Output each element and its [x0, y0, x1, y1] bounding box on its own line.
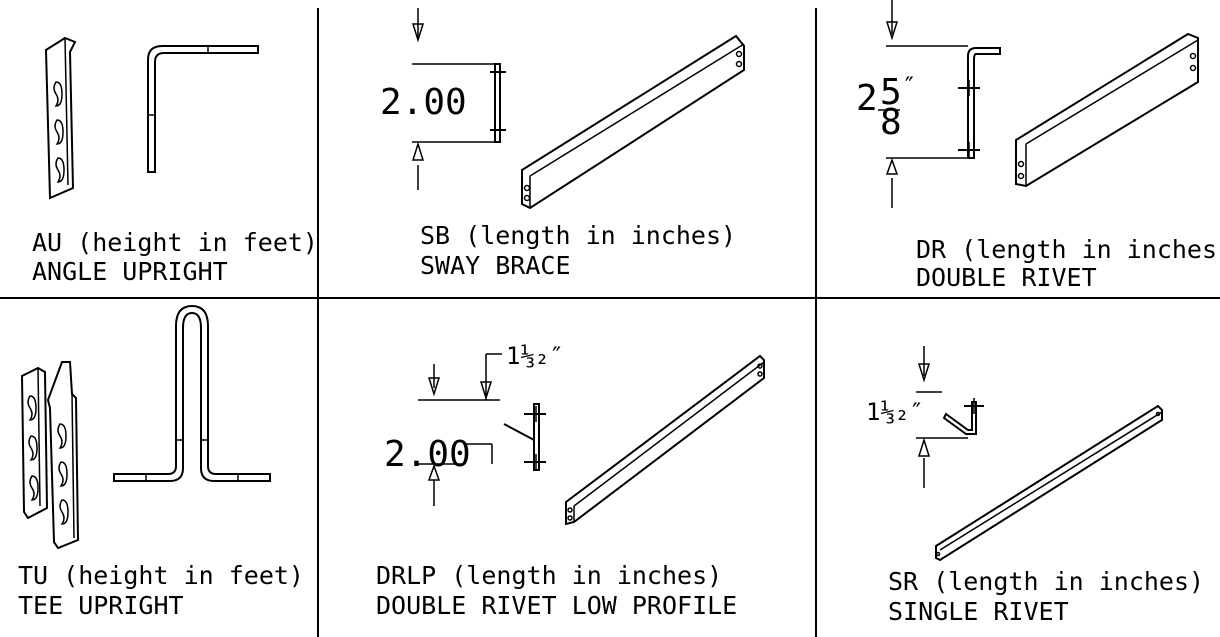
au-name-label: ANGLE UPRIGHT: [32, 257, 228, 286]
dr-dimension-numerator: 5: [880, 72, 902, 113]
tu-code-label: TU (height in feet): [18, 561, 304, 590]
single-rivet-drawing: [916, 346, 1163, 562]
drlp-code-label: DRLP (length in inches): [376, 561, 722, 590]
double-rivet-low-profile-drawing: [418, 353, 765, 526]
panel-grid: [0, 8, 1220, 637]
drlp-offset: 1⅓₂″: [506, 342, 564, 370]
sway-brace-drawing: [411, 8, 745, 210]
sr-offset: 1⅓₂″: [866, 398, 924, 426]
drlp-name-label: DOUBLE RIVET LOW PROFILE: [376, 591, 737, 620]
dr-code-label: DR (length in inches): [916, 235, 1220, 264]
tu-name-label: TEE UPRIGHT: [18, 591, 184, 620]
sb-name-label: SWAY BRACE: [420, 251, 571, 280]
dr-dimension-whole: 2: [856, 78, 878, 119]
dr-dimension-unit: ″: [902, 72, 916, 100]
tee-upright-drawing: [20, 304, 271, 550]
angle-upright-drawing: [44, 36, 259, 200]
sb-code-label: SB (length in inches): [420, 221, 736, 250]
sr-code-label: SR (length in inches): [888, 567, 1204, 596]
drlp-dimension: 2.00: [384, 434, 471, 475]
sr-name-label: SINGLE RIVET: [888, 597, 1069, 626]
dr-name-label: DOUBLE RIVET: [916, 263, 1097, 292]
sb-dimension: 2.00: [380, 82, 467, 123]
dr-dimension-denominator: 8: [880, 102, 902, 143]
double-rivet-drawing: [885, 0, 1199, 208]
au-code-label: AU (height in feet): [32, 228, 318, 257]
